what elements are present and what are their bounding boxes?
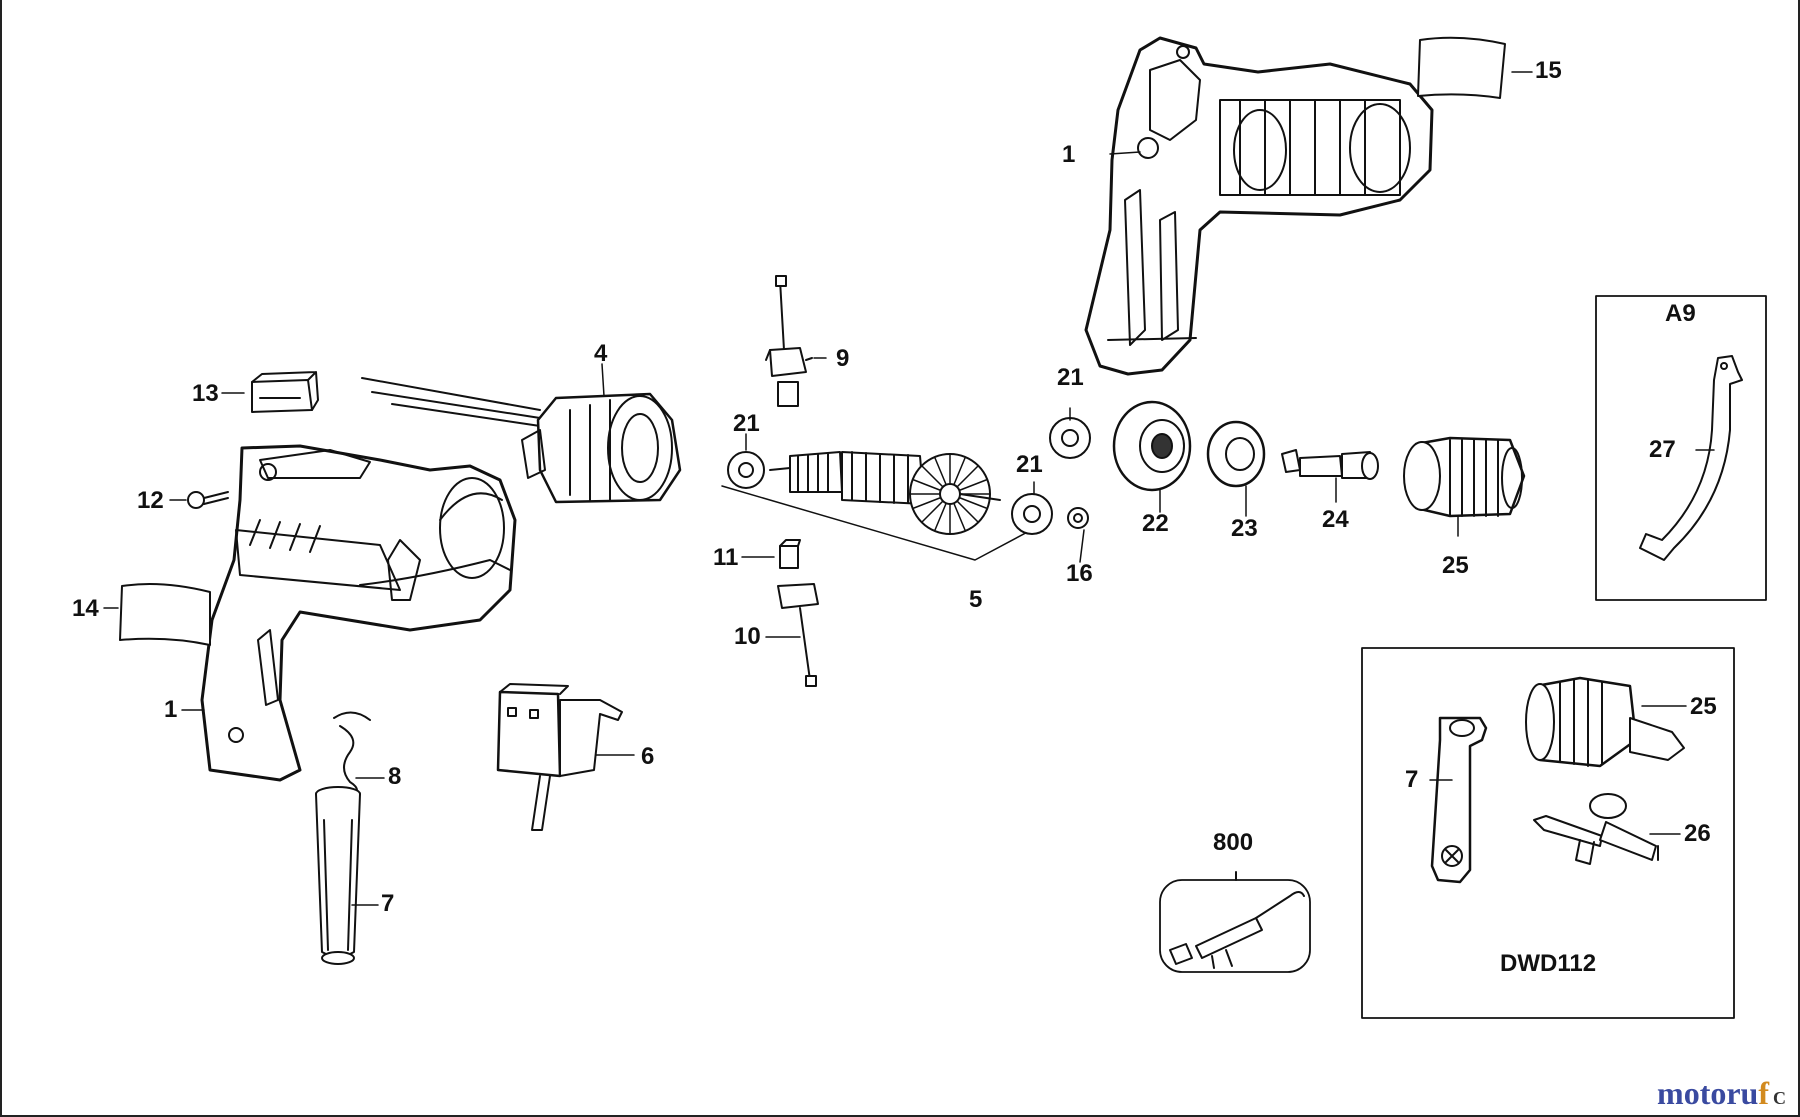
part-label-8: 8 — [388, 763, 402, 790]
part-label-800: 800 — [1213, 829, 1254, 856]
part-label-13: 13 — [192, 380, 219, 407]
part-21-bearing-b-drawing — [1011, 493, 1053, 535]
part-27-drawing — [1639, 355, 1743, 561]
part-12-drawing — [187, 491, 229, 509]
box-dwd112 — [1361, 647, 1735, 1019]
part-label-9: 9 — [836, 345, 850, 372]
part-16-drawing — [1067, 507, 1089, 529]
part-label-22: 22 — [1142, 510, 1169, 537]
part-label-16: 16 — [1066, 560, 1093, 587]
box-a9 — [1595, 295, 1767, 601]
box-a9-title: A9 — [1665, 300, 1696, 327]
part-label-6: 6 — [641, 743, 655, 770]
part-22-drawing — [1112, 400, 1192, 492]
part-label-1-left: 1 — [164, 696, 178, 723]
part-label-25: 25 — [1442, 552, 1469, 579]
part-label-24: 24 — [1322, 506, 1349, 533]
box-dwd112-title: DWD112 — [1500, 950, 1597, 977]
part-label-23: 23 — [1231, 515, 1258, 542]
part-26-key-drawing — [1533, 793, 1659, 865]
part-5-armature-drawing — [721, 451, 1051, 561]
part-800-drawing — [1169, 871, 1305, 969]
part-23-drawing — [1206, 420, 1266, 488]
part-24-drawing — [1281, 449, 1379, 480]
part-label-21-c: 21 — [1016, 451, 1043, 478]
part-label-12: 12 — [137, 487, 164, 514]
part-9-drawing — [765, 275, 813, 407]
part-label-21-b: 21 — [1057, 364, 1084, 391]
part-25-chuck-drawing — [1403, 436, 1526, 518]
part-label-10: 10 — [734, 623, 761, 650]
part-label-1-right: 1 — [1062, 141, 1076, 168]
part-21-bearing-a-drawing — [1049, 417, 1091, 459]
housing-right-half — [1084, 36, 1434, 376]
part-label-21-a: 21 — [733, 410, 760, 437]
part-7-handle-drawing — [315, 786, 361, 965]
part-label-27: 27 — [1649, 436, 1676, 463]
part-10-drawing — [777, 583, 819, 687]
nameplate-14-drawing — [119, 583, 211, 646]
nameplate-15-drawing — [1417, 36, 1506, 99]
part-label-7-kit: 7 — [1405, 766, 1419, 793]
part-label-5: 5 — [969, 586, 983, 613]
part-label-7: 7 — [381, 890, 395, 917]
part-6-switch-drawing — [496, 683, 623, 831]
housing-left-half — [200, 444, 517, 782]
part-25-kit-chuck-drawing — [1525, 676, 1685, 768]
part-label-25-kit: 25 — [1690, 693, 1717, 720]
part-4-field-drawing — [361, 377, 682, 504]
leader-lines — [103, 71, 1715, 906]
part-label-15: 15 — [1535, 57, 1562, 84]
part-13-drawing — [251, 371, 319, 413]
part-label-4: 4 — [594, 340, 608, 367]
part-label-26: 26 — [1684, 820, 1711, 847]
part-11-drawing — [779, 539, 801, 569]
part-label-11: 11 — [713, 544, 739, 571]
part-label-14: 14 — [72, 595, 99, 622]
part-7-kit-handle-drawing — [1430, 716, 1488, 884]
